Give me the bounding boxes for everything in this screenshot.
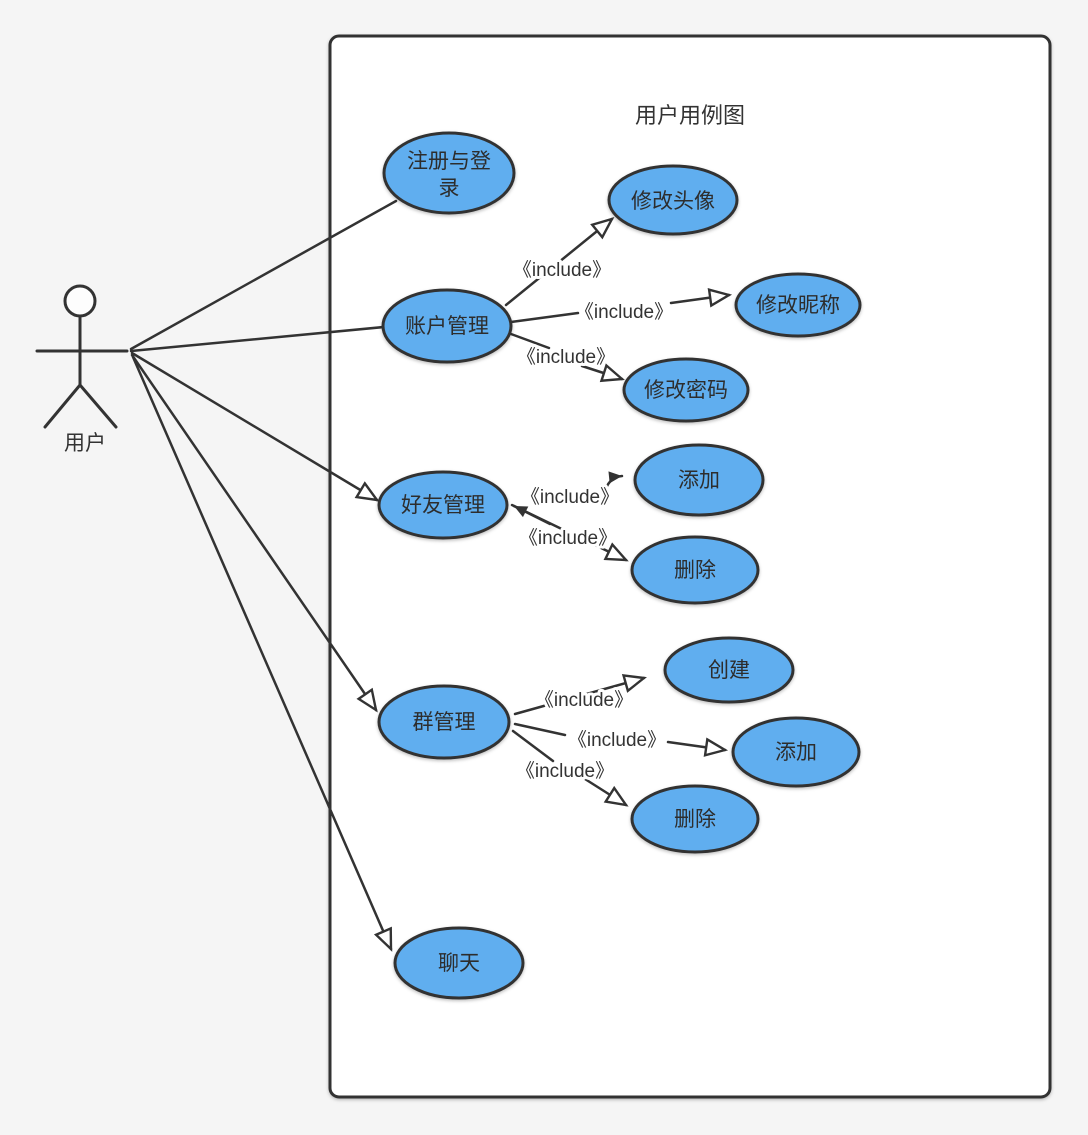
edge-actor-group-mgmt[interactable] (130, 353, 378, 713)
usecase-edit-nickname[interactable]: 修改昵称 (734, 272, 862, 338)
edge-group-delete-seg1[interactable] (511, 729, 555, 763)
include-label-password: 《include》 (517, 346, 615, 368)
edge-account-nickname-seg2[interactable] (669, 288, 733, 308)
edge-group-add-seg1[interactable] (513, 722, 567, 737)
actor-head (63, 284, 97, 318)
diagram-title: 用户用例图 (635, 103, 745, 128)
actor-user[interactable]: 用户 (35, 284, 129, 455)
usecase-label: 添加 (775, 741, 817, 764)
usecase-label: 添加 (678, 469, 720, 492)
include-label-avatar: 《include》 (513, 259, 611, 281)
usecase-label: 聊天 (438, 952, 480, 975)
usecase-group-delete[interactable]: 删除 (630, 784, 760, 854)
usecase-friend-mgmt[interactable]: 好友管理 (377, 470, 509, 540)
edge-account-avatar[interactable] (504, 217, 615, 307)
usecase-group-mgmt[interactable]: 群管理 (377, 684, 511, 760)
include-label-group-create: 《include》 (535, 689, 633, 711)
usecase-label: 修改昵称 (756, 294, 840, 317)
usecase-label: 创建 (708, 659, 750, 682)
edge-actor-chat[interactable] (131, 355, 393, 952)
edge-group-add-seg2[interactable] (666, 737, 729, 757)
edge-account-password-seg2[interactable] (580, 363, 625, 383)
edge-actor-register-login[interactable] (129, 199, 398, 351)
edge-actor-account-mgmt[interactable] (129, 325, 386, 353)
edge-account-nickname-seg1[interactable] (509, 311, 580, 324)
edge-group-delete-seg2[interactable] (583, 777, 629, 807)
edge-friend-add-back-arrow[interactable] (512, 504, 552, 526)
actor-right-leg (78, 383, 118, 429)
include-label-group-add: 《include》 (568, 729, 666, 751)
usecase-group-create[interactable]: 创建 (663, 636, 795, 704)
usecase-chat[interactable]: 聊天 (393, 926, 525, 1000)
actor-left-leg (43, 383, 82, 429)
usecase-label: 删除 (674, 808, 716, 831)
usecase-group-add[interactable]: 添加 (731, 716, 861, 788)
usecase-label: 修改密码 (644, 379, 728, 402)
usecase-label: 注册与登 (407, 150, 491, 173)
usecase-register-login[interactable]: 注册与登 录 (382, 131, 516, 215)
include-label-friend-add: 《include》 (521, 486, 619, 508)
usecase-label: 修改头像 (631, 190, 715, 213)
usecase-label: 删除 (674, 559, 716, 582)
include-label-nickname: 《include》 (575, 301, 673, 323)
actor-label: 用户 (64, 432, 106, 455)
edge-account-password-seg1[interactable] (509, 332, 551, 350)
usecase-account-mgmt[interactable]: 账户管理 (381, 288, 513, 364)
include-label-friend-delete: 《include》 (519, 527, 617, 549)
usecase-label: 群管理 (413, 711, 476, 734)
edge-actor-friend-mgmt[interactable] (130, 351, 380, 502)
edge-group-create[interactable] (513, 673, 647, 716)
usecase-edit-avatar[interactable]: 修改头像 (607, 164, 739, 236)
usecase-friend-add[interactable]: 添加 (633, 443, 765, 517)
edge-friend-add-hook[interactable] (602, 471, 624, 496)
usecase-label: 账户管理 (405, 315, 489, 338)
usecase-edit-password[interactable]: 修改密码 (622, 357, 750, 423)
usecase-label: 好友管理 (401, 494, 485, 517)
include-label-group-delete: 《include》 (516, 760, 614, 782)
usecase-friend-delete[interactable]: 删除 (630, 535, 760, 605)
usecase-label: 录 (439, 177, 460, 200)
